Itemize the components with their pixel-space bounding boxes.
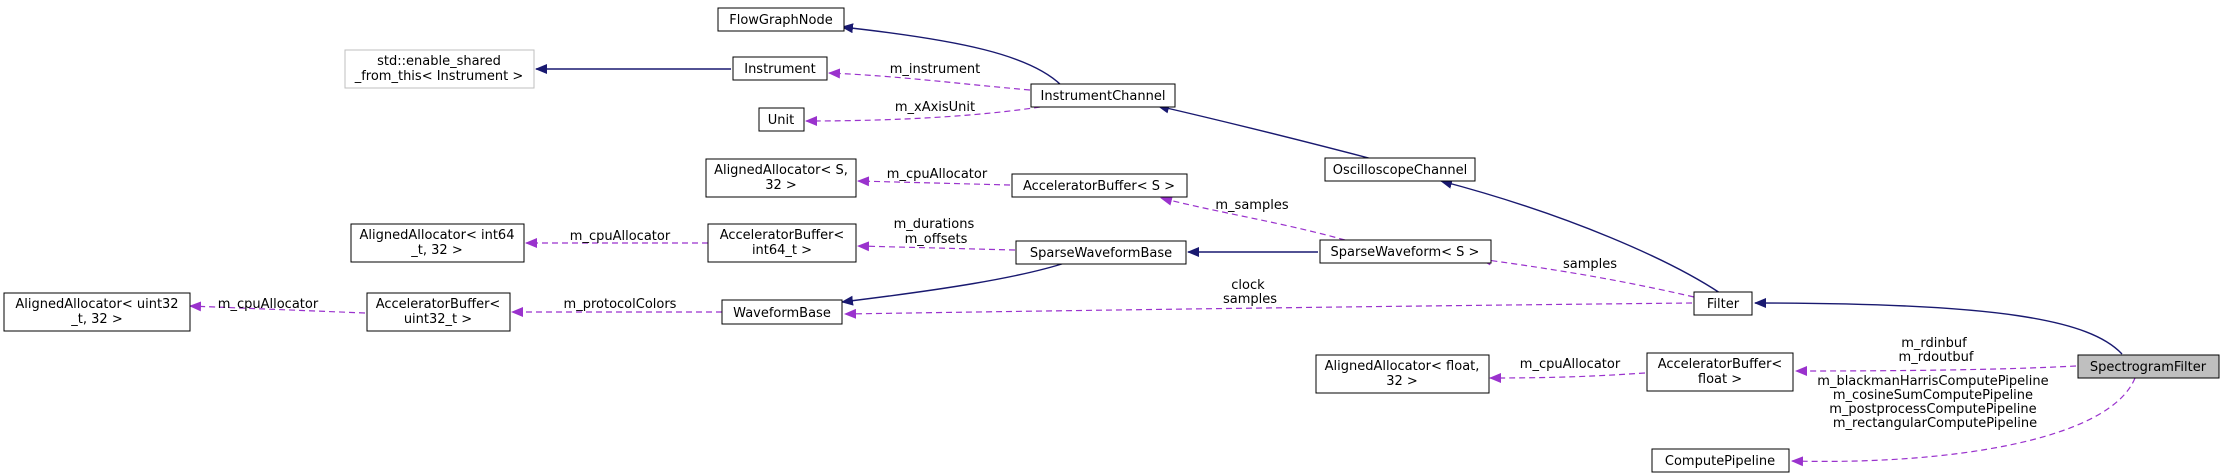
edge-label-samples: samples [1563,257,1617,272]
edge-m-cpuallocator-float [1489,372,1646,383]
svg-text:FlowGraphNode: FlowGraphNode [729,13,832,28]
svg-text:AcceleratorBuffer<float >: AcceleratorBuffer<float > [1658,357,1783,387]
svg-text:InstrumentChannel: InstrumentChannel [1041,89,1166,104]
class-nodes: FlowGraphNode std::enable_shared_from_th… [3,7,2220,473]
edge-label-m-cpuallocator-int64: m_cpuAllocator [570,229,671,244]
edge-label-m-cpuallocator-s: m_cpuAllocator [887,167,988,182]
edge-label-m-cpuallocator-float: m_cpuAllocator [1520,357,1621,372]
edge-label-m-xaxisunit: m_xAxisUnit [895,100,975,115]
node-alignedallocator-uint32[interactable]: AlignedAllocator< uint32_t, 32 > [3,292,191,332]
svg-text:AcceleratorBuffer<uint32_t >: AcceleratorBuffer<uint32_t > [376,297,501,327]
edge-label-m-protocolcolors: m_protocolColors [564,297,677,312]
edge-labels: m_instrument m_xAxisUnit m_cpuAllocator … [218,62,2052,431]
edge-label-m-samples: m_samples [1215,198,1288,213]
node-computepipeline[interactable]: ComputePipeline [1651,448,1790,473]
edge-m-xaxisunit [805,106,1041,126]
edge-rdinbuf [1795,365,2077,376]
svg-text:AlignedAllocator< int64_t, 32: AlignedAllocator< int64_t, 32 > [360,228,515,258]
node-acceleratorbuffer-int64[interactable]: AcceleratorBuffer<int64_t > [707,223,857,263]
svg-text:std::enable_shared_from_this<: std::enable_shared_from_this< Instrument… [354,54,524,84]
node-waveformbase[interactable]: WaveformBase [721,299,843,325]
svg-text:SpectrogramFilter: SpectrogramFilter [2090,360,2207,375]
node-instrumentchannel[interactable]: InstrumentChannel [1030,83,1176,108]
svg-text:Filter: Filter [1707,297,1740,312]
node-oscilloscopechannel[interactable]: OscilloscopeChannel [1324,157,1476,182]
edge-filter-to-oscilloscopechannel [1440,178,1721,294]
svg-text:ComputePipeline: ComputePipeline [1665,454,1775,469]
svg-text:AlignedAllocator< S,32 >: AlignedAllocator< S,32 > [714,163,848,193]
edge-label-clock-samples: clock samples [1223,278,1277,307]
edge-label-compute-pipelines: m_blackmanHarrisComputePipeline m_cosine… [1817,374,2052,431]
node-alignedallocator-s[interactable]: AlignedAllocator< S,32 > [705,158,857,198]
svg-text:SparseWaveform< S >: SparseWaveform< S > [1331,245,1480,260]
node-sparsewaveform-s[interactable]: SparseWaveform< S > [1319,239,1492,264]
node-alignedallocator-int64[interactable]: AlignedAllocator< int64_t, 32 > [350,223,525,263]
edge-m-cpuallocator-s [857,176,1011,187]
edge-m-instrument [828,68,1031,91]
node-sparsewaveformbase[interactable]: SparseWaveformBase [1015,240,1187,265]
svg-text:OscilloscopeChannel: OscilloscopeChannel [1333,163,1467,178]
node-alignedallocator-float[interactable]: AlignedAllocator< float,32 > [1315,354,1490,394]
svg-text:AcceleratorBuffer<int64_t >: AcceleratorBuffer<int64_t > [720,228,845,258]
edge-label-rdinbuf: m_rdinbuf m_rdoutbuf [1899,336,1974,365]
node-acceleratorbuffer-s[interactable]: AcceleratorBuffer< S > [1011,173,1188,198]
edge-spectrogramfilter-to-filter [1754,298,2123,355]
node-unit[interactable]: Unit [758,107,805,132]
node-enable-shared-from-this[interactable]: std::enable_shared_from_this< Instrument… [344,49,535,89]
edge-m-cpuallocator-uint32 [189,301,366,314]
node-spectrogramfilter[interactable]: SpectrogramFilter [2077,354,2220,379]
edge-m-samples [1160,195,1346,241]
inheritance-edges [535,23,2123,355]
edge-m-durations-offsets [857,241,1016,252]
svg-text:WaveformBase: WaveformBase [733,306,831,321]
edge-oscilloscopechannel-to-instrumentchannel [1157,103,1381,162]
svg-text:AlignedAllocator< uint32_t, 32: AlignedAllocator< uint32_t, 32 > [15,297,178,327]
edge-sparsewaveformbase-to-waveformbase [841,261,1069,306]
edge-label-m-durations-offsets: m_durations m_offsets [894,217,979,247]
svg-text:SparseWaveformBase: SparseWaveformBase [1030,246,1172,261]
edge-label-m-cpuallocator-uint32: m_cpuAllocator [218,297,319,312]
node-instrument[interactable]: Instrument [732,56,828,81]
edge-label-m-instrument: m_instrument [890,62,980,77]
node-filter[interactable]: Filter [1693,291,1753,316]
usage-edges [189,68,2136,467]
node-acceleratorbuffer-uint32[interactable]: AcceleratorBuffer<uint32_t > [366,292,511,332]
svg-text:Instrument: Instrument [744,62,816,77]
edge-instrumentchannel-to-flowgraphnode [841,23,1062,86]
svg-text:Unit: Unit [768,113,794,128]
edge-clock-samples [844,302,1693,319]
node-flowgraphnode[interactable]: FlowGraphNode [717,7,845,32]
node-acceleratorbuffer-float[interactable]: AcceleratorBuffer<float > [1646,352,1794,392]
svg-text:AcceleratorBuffer< S >: AcceleratorBuffer< S > [1023,179,1175,194]
edge-compute-pipelines [1791,377,2136,467]
svg-text:AlignedAllocator< float,32 >: AlignedAllocator< float,32 > [1325,359,1480,389]
